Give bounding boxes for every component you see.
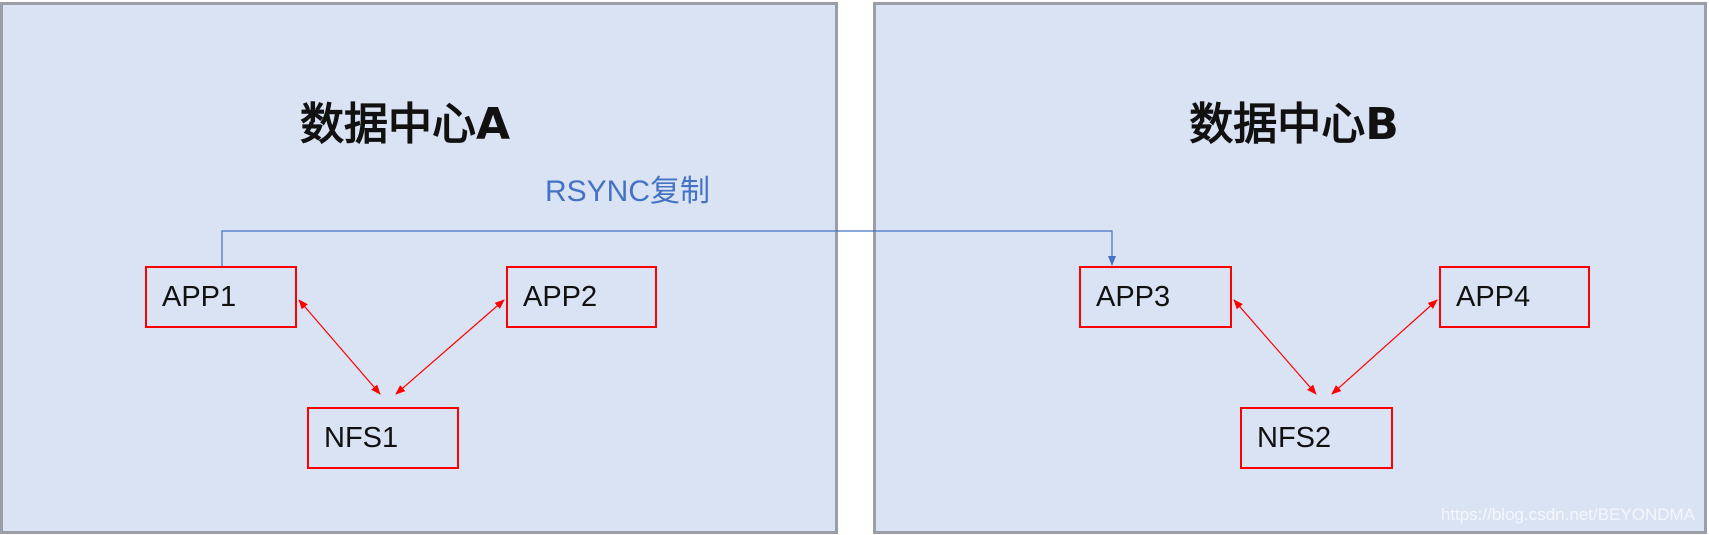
datacenter-b-panel [873,2,1707,534]
rsync-replication-label: RSYNC复制 [545,175,711,208]
app3-nfs2-arrow [1233,299,1317,395]
app4-node: APP4 [1439,266,1590,328]
app1-node: APP1 [145,266,297,328]
rsync-connector [221,230,1116,266]
datacenter-a-panel [0,2,838,534]
nfs2-node: NFS2 [1240,407,1393,469]
nfs1-node: NFS1 [307,407,459,469]
app4-nfs2-arrow [1331,299,1438,395]
app3-node: APP3 [1079,266,1232,328]
watermark: https://blog.csdn.net/BEYONDMA [1440,505,1695,524]
app1-nfs1-arrow [298,299,381,395]
app2-nfs1-arrow [395,299,505,395]
app2-node: APP2 [506,266,657,328]
datacenter-b-title: 数据中心B [1189,99,1399,150]
datacenter-a-title: 数据中心A [299,99,511,150]
